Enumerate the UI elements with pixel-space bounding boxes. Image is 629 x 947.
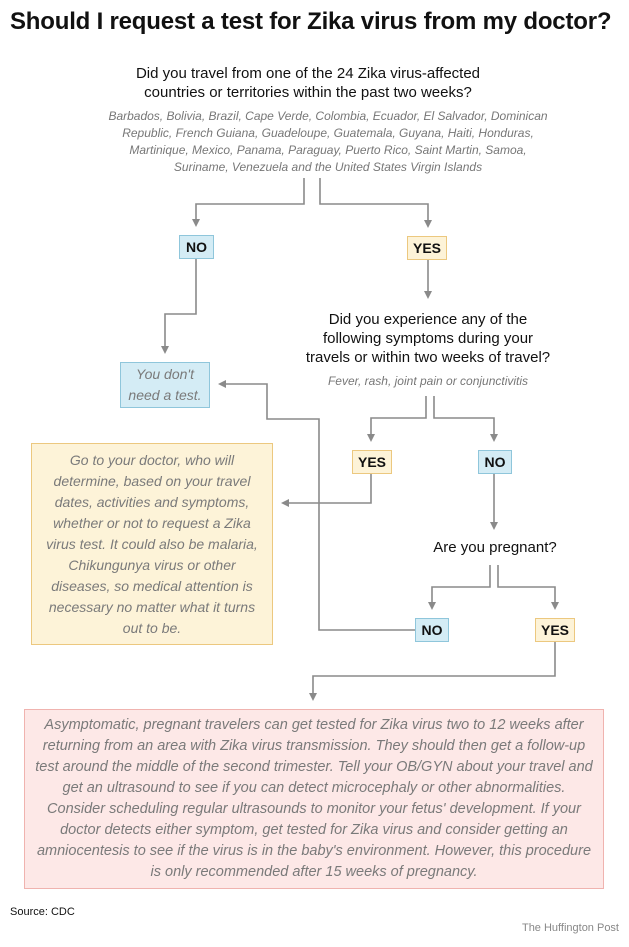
- source-note: Source: CDC: [10, 906, 75, 918]
- answer-no-pregnant: NO: [415, 618, 449, 642]
- connector-q1-yes: [319, 178, 432, 228]
- connector-no-to-notest: [161, 259, 197, 354]
- connector-pregnant-to-info: [309, 642, 556, 701]
- country-list-line: Suriname, Venezuela and the United State…: [173, 160, 483, 174]
- connector-q3-no: [428, 565, 491, 610]
- connector-q1-no: [192, 178, 305, 227]
- outcome-pregnant-text: Asymptomatic, pregnant travelers can get…: [35, 717, 593, 880]
- question-symptoms-line: following symptoms during your: [322, 330, 534, 347]
- outcome-no-test: You don't need a test.: [120, 362, 210, 408]
- outcome-see-doctor: Go to your doctor, who will determine, b…: [31, 443, 273, 645]
- connector-q2-yes: [367, 396, 427, 442]
- answer-yes-symptoms: YES: [352, 450, 392, 474]
- outcome-no-test-line: need a test.: [128, 387, 202, 403]
- country-list-line: Martinique, Mexico, Panama, Paraguay, Pu…: [129, 143, 527, 157]
- question-travel-line2: countries or territories within the past…: [144, 84, 472, 101]
- page-title: Should I request a test for Zika virus f…: [10, 8, 612, 35]
- country-list: Barbados, Bolivia, Brazil, Cape Verde, C…: [80, 108, 576, 176]
- question-symptoms-line: Did you experience any of the: [328, 311, 528, 328]
- connector-q2-no: [433, 396, 498, 442]
- symptom-list: Fever, rash, joint pain or conjunctiviti…: [327, 374, 529, 388]
- outcome-see-doctor-text: Go to your doctor, who will determine, b…: [46, 451, 258, 636]
- question-symptoms: Did you experience any of the following …: [270, 310, 586, 367]
- publisher-credit: The Huffington Post: [521, 922, 619, 934]
- answer-yes-pregnant: YES: [535, 618, 575, 642]
- connector-yes-to-doctor: [281, 474, 372, 507]
- answer-no-travel: NO: [179, 235, 214, 259]
- outcome-no-test-line: You don't: [136, 366, 194, 382]
- country-list-line: Barbados, Bolivia, Brazil, Cape Verde, C…: [108, 109, 548, 123]
- answer-yes-travel: YES: [407, 236, 447, 260]
- question-pregnant: Are you pregnant?: [433, 539, 557, 556]
- connector-q3-yes: [497, 565, 559, 610]
- question-travel-line1: Did you travel from one of the 24 Zika v…: [135, 65, 481, 82]
- country-list-line: Republic, French Guiana, Guadeloupe, Gua…: [122, 126, 534, 140]
- question-symptoms-line: travels or within two weeks of travel?: [305, 349, 551, 366]
- answer-no-symptoms: NO: [478, 450, 512, 474]
- connector-not-pregnant-to-notest: [218, 380, 415, 631]
- outcome-pregnant: Asymptomatic, pregnant travelers can get…: [24, 709, 604, 889]
- question-travel: Did you travel from one of the 24 Zika v…: [60, 64, 556, 102]
